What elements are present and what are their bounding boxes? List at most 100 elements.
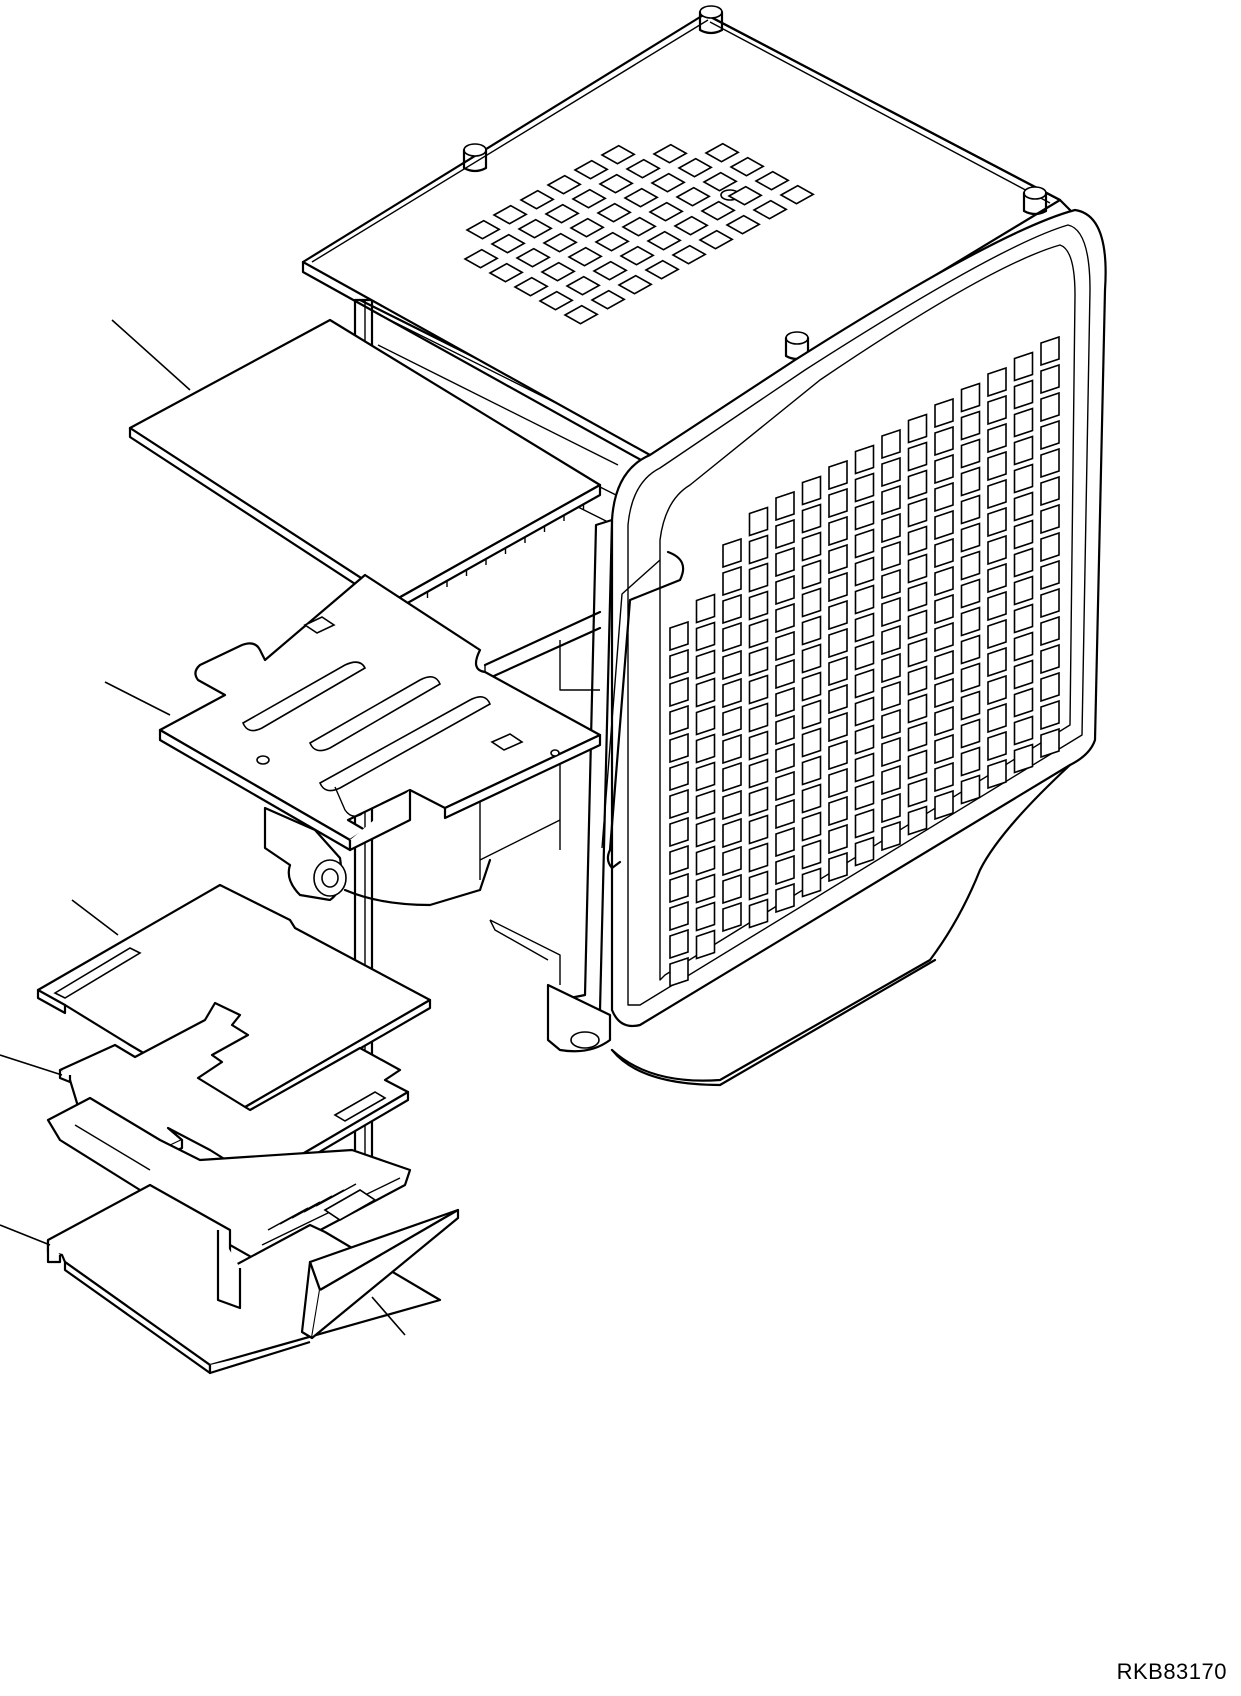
front-mesh-cell bbox=[881, 680, 901, 712]
front-mesh-cell bbox=[987, 646, 1007, 678]
front-mesh-cell bbox=[987, 450, 1007, 482]
roof-mesh-cell bbox=[644, 259, 680, 280]
front-mesh-cell bbox=[1013, 743, 1034, 774]
roof-mesh-cell bbox=[573, 159, 609, 180]
front-mesh-cell bbox=[987, 590, 1007, 622]
front-mesh-cell bbox=[669, 648, 689, 680]
front-mesh-cell bbox=[881, 568, 901, 600]
front-mesh-cell bbox=[801, 867, 822, 898]
front-mesh-cell bbox=[722, 901, 742, 933]
front-mesh-cell bbox=[828, 459, 848, 491]
front-mesh-cell bbox=[960, 634, 981, 665]
roof-mesh-cell bbox=[646, 230, 682, 251]
drawing-reference-code: RKB83170 bbox=[1116, 1659, 1227, 1684]
roof-mesh-cell bbox=[648, 201, 684, 222]
leader-line-2 bbox=[104, 681, 171, 716]
roof-mesh-cell bbox=[779, 184, 815, 205]
front-mesh-cell bbox=[801, 559, 822, 590]
front-mesh-cell bbox=[881, 512, 901, 544]
roof-mesh-cell bbox=[571, 188, 607, 209]
front-mesh-cell bbox=[775, 854, 795, 886]
roof-mesh-cell bbox=[619, 245, 655, 266]
front-mesh-cell bbox=[775, 602, 795, 634]
front-mesh-cell bbox=[1013, 547, 1034, 578]
front-mesh-cell bbox=[1040, 335, 1060, 367]
front-mesh-cell bbox=[854, 528, 875, 559]
front-mesh-cell bbox=[722, 789, 742, 821]
front-mesh-grid bbox=[669, 335, 1060, 988]
cab-guard-frame bbox=[263, 5, 1107, 1182]
front-mesh-cell bbox=[722, 593, 742, 625]
front-mesh-cell bbox=[722, 705, 742, 737]
front-mesh-cell bbox=[695, 621, 716, 652]
front-mesh-cell bbox=[669, 732, 689, 764]
front-mesh-cell bbox=[828, 683, 848, 715]
front-mesh-cell bbox=[960, 522, 981, 553]
front-mesh-cell bbox=[934, 453, 954, 485]
front-mesh-cell bbox=[748, 786, 769, 817]
roof-mesh-cell bbox=[725, 214, 761, 235]
roof-mesh-cell bbox=[492, 204, 528, 225]
front-mesh-cell bbox=[987, 394, 1007, 426]
roof-mesh-cell bbox=[544, 203, 580, 224]
roof-mesh-cell bbox=[754, 170, 790, 191]
front-mesh-cell bbox=[1013, 659, 1034, 690]
front-mesh-cell bbox=[748, 702, 769, 733]
front-mesh-cell bbox=[907, 497, 928, 528]
front-mesh-cell bbox=[934, 761, 954, 793]
front-mesh-cell bbox=[1040, 503, 1060, 535]
roof-mesh-cell bbox=[698, 229, 734, 250]
front-mesh-cell bbox=[1040, 559, 1060, 591]
leader-line-3 bbox=[71, 899, 119, 936]
front-mesh-cell bbox=[722, 845, 742, 877]
roof-mesh-cell bbox=[625, 158, 661, 179]
front-mesh-cell bbox=[722, 649, 742, 681]
front-mesh-cell bbox=[775, 798, 795, 830]
front-mesh-cell bbox=[775, 546, 795, 578]
sheet-ribs bbox=[267, 1183, 357, 1231]
front-mesh-cell bbox=[748, 618, 769, 649]
front-mesh-cell bbox=[934, 705, 954, 737]
leader-line-6 bbox=[371, 1296, 406, 1336]
front-mesh-cell bbox=[1040, 587, 1060, 619]
front-mesh-cell bbox=[828, 655, 848, 687]
front-mesh-cell bbox=[748, 758, 769, 789]
front-mesh-cell bbox=[854, 724, 875, 755]
front-mesh-cell bbox=[828, 599, 848, 631]
front-mesh-cell bbox=[775, 770, 795, 802]
wedge-block bbox=[300, 1208, 460, 1340]
front-mesh-cell bbox=[987, 730, 1007, 762]
front-mesh-cell bbox=[1013, 491, 1034, 522]
front-mesh-cell bbox=[960, 466, 981, 497]
front-mesh-cell bbox=[669, 928, 689, 960]
roof-mesh-cell bbox=[675, 186, 711, 207]
front-mesh-cell bbox=[934, 509, 954, 541]
front-mesh-cell bbox=[801, 699, 822, 730]
front-mesh-cell bbox=[801, 643, 822, 674]
front-mesh-cell bbox=[828, 767, 848, 799]
front-mesh-cell bbox=[881, 428, 901, 460]
front-mesh-cell bbox=[775, 882, 795, 914]
front-mesh-cell bbox=[775, 574, 795, 606]
front-mesh-cell bbox=[775, 630, 795, 662]
front-mesh-cell bbox=[854, 444, 875, 475]
front-mesh-cell bbox=[1013, 379, 1034, 410]
front-mesh-cell bbox=[934, 425, 954, 457]
front-mesh-cell bbox=[695, 873, 716, 904]
leader-line-1 bbox=[111, 319, 191, 391]
front-mesh-cell bbox=[695, 677, 716, 708]
front-mesh-cell bbox=[934, 481, 954, 513]
front-mesh-cell bbox=[881, 764, 901, 796]
front-mesh-cell bbox=[1040, 699, 1060, 731]
front-mesh-cell bbox=[1040, 615, 1060, 647]
front-mesh-cell bbox=[1013, 603, 1034, 634]
roof-mesh-cell bbox=[488, 262, 524, 283]
grab-handle bbox=[606, 550, 685, 870]
front-mesh-cell bbox=[907, 693, 928, 724]
roof-mesh-cell bbox=[600, 144, 636, 165]
front-mesh-cell bbox=[934, 593, 954, 625]
front-mesh-cell bbox=[1040, 475, 1060, 507]
front-mesh-cell bbox=[907, 553, 928, 584]
roof-mesh-cell bbox=[729, 156, 765, 177]
